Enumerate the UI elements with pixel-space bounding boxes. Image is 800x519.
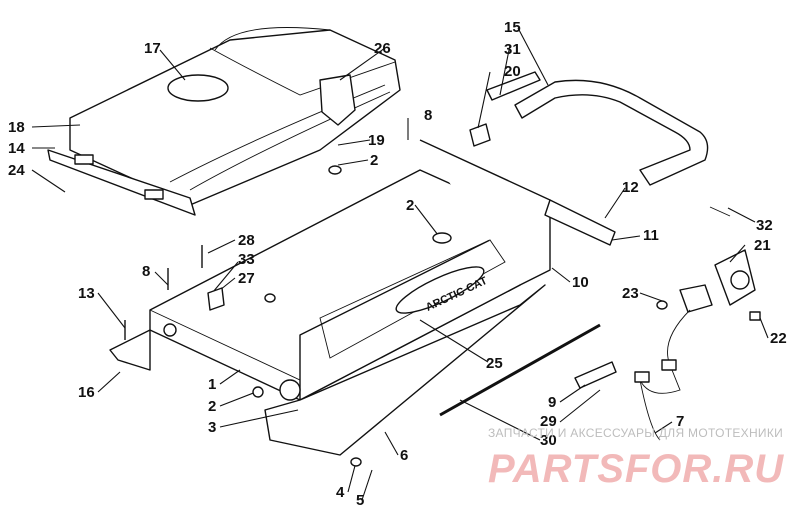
seat-assembly: [47, 27, 401, 216]
storage-box: ARCTIC CAT: [109, 139, 616, 456]
trim-strip: [439, 323, 617, 417]
callout-11: 11: [643, 227, 659, 244]
watermark-caption: ЗАПЧАСТИ И АКСЕССУАРЫ ДЛЯ МОТОТЕХНИКИ: [488, 426, 783, 440]
callout-8-top: 8: [424, 107, 432, 124]
callout-22: 22: [770, 330, 787, 347]
callout-30: 30: [540, 432, 557, 449]
callout-32: 32: [756, 217, 773, 234]
watermark-logo: PARTSFOR.RU: [488, 447, 784, 491]
callout-15: 15: [504, 19, 521, 36]
callout-17: 17: [144, 40, 161, 57]
callout-25: 25: [486, 355, 503, 372]
leader-lines: [31, 27, 769, 501]
callout-2-box: 2: [406, 197, 414, 214]
callout-labels: 17 26 15 31 20 18 14 24 8 19 2 2 12 32 1…: [8, 19, 787, 509]
callout-6: 6: [400, 447, 408, 464]
callout-18: 18: [8, 119, 25, 136]
callout-2-lower: 2: [208, 398, 216, 415]
callout-10: 10: [572, 274, 589, 291]
callout-24: 24: [8, 162, 25, 179]
callout-14: 14: [8, 140, 25, 157]
callout-1: 1: [208, 376, 216, 393]
callout-13: 13: [78, 285, 95, 302]
callout-3: 3: [208, 419, 216, 436]
callout-9: 9: [548, 394, 556, 411]
callout-2-top: 2: [370, 152, 378, 169]
callout-5: 5: [356, 492, 364, 509]
callout-16: 16: [78, 384, 95, 401]
callout-26: 26: [374, 40, 391, 57]
callout-8-left: 8: [142, 263, 150, 280]
callout-20: 20: [504, 63, 521, 80]
watermark: ЗАПЧАСТИ И АКСЕССУАРЫ ДЛЯ МОТОТЕХНИКИ PA…: [488, 426, 784, 491]
callout-31: 31: [504, 41, 521, 58]
callout-29: 29: [540, 413, 557, 430]
callout-33: 33: [238, 251, 255, 268]
callout-28: 28: [238, 232, 255, 249]
hardware: [124, 165, 668, 467]
callout-4: 4: [336, 484, 345, 501]
callout-23: 23: [622, 285, 639, 302]
tail-light: [634, 249, 761, 441]
callout-21: 21: [754, 237, 771, 254]
callout-19: 19: [368, 132, 385, 149]
callout-12: 12: [622, 179, 639, 196]
callout-27: 27: [238, 270, 255, 287]
callout-7: 7: [676, 413, 684, 430]
